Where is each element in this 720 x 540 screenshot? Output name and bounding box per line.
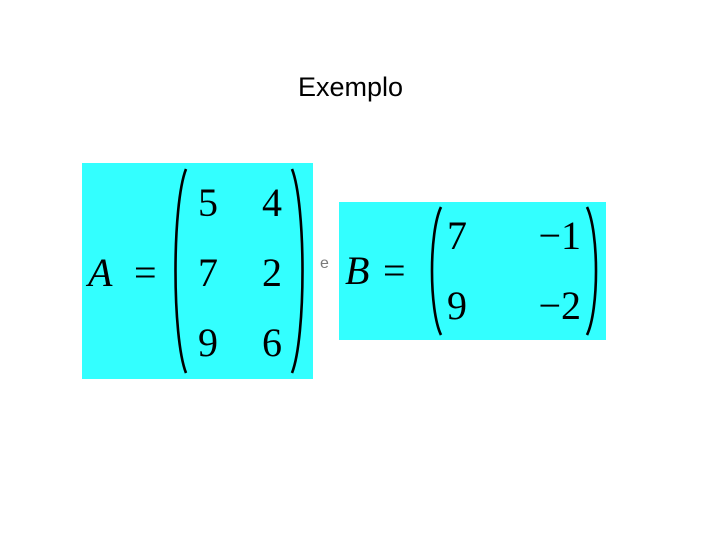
matrix-a-cell: 6 <box>262 320 282 365</box>
matrix-a-name: A <box>88 250 113 295</box>
matrix-b-image: B = 7 −1 9 −2 <box>339 202 606 340</box>
slide-title: Exemplo <box>298 72 404 102</box>
matrix-b-cell: −2 <box>538 283 581 328</box>
matrix-a-cell: 4 <box>262 180 282 225</box>
matrix-b-equals: = <box>383 248 406 293</box>
matrix-a-cell: 5 <box>198 180 218 225</box>
matrix-a-cell: 9 <box>198 320 218 365</box>
matrix-b-cell: 7 <box>447 213 467 258</box>
separator-text: e <box>320 255 329 272</box>
matrix-a-cell: 2 <box>262 250 282 295</box>
matrix-b-name: B <box>345 248 370 293</box>
matrix-a-right-paren <box>288 165 310 377</box>
matrix-a-equals: = <box>134 250 157 295</box>
matrix-a-left-paren <box>168 165 190 377</box>
matrix-a-cell: 7 <box>198 250 218 295</box>
matrix-b-right-paren <box>583 204 603 338</box>
matrix-b-cell: −1 <box>538 213 581 258</box>
matrix-b-left-paren <box>425 204 445 338</box>
matrix-a-image: A = 5 4 7 2 9 6 <box>82 163 313 379</box>
matrix-b-cell: 9 <box>447 283 467 328</box>
